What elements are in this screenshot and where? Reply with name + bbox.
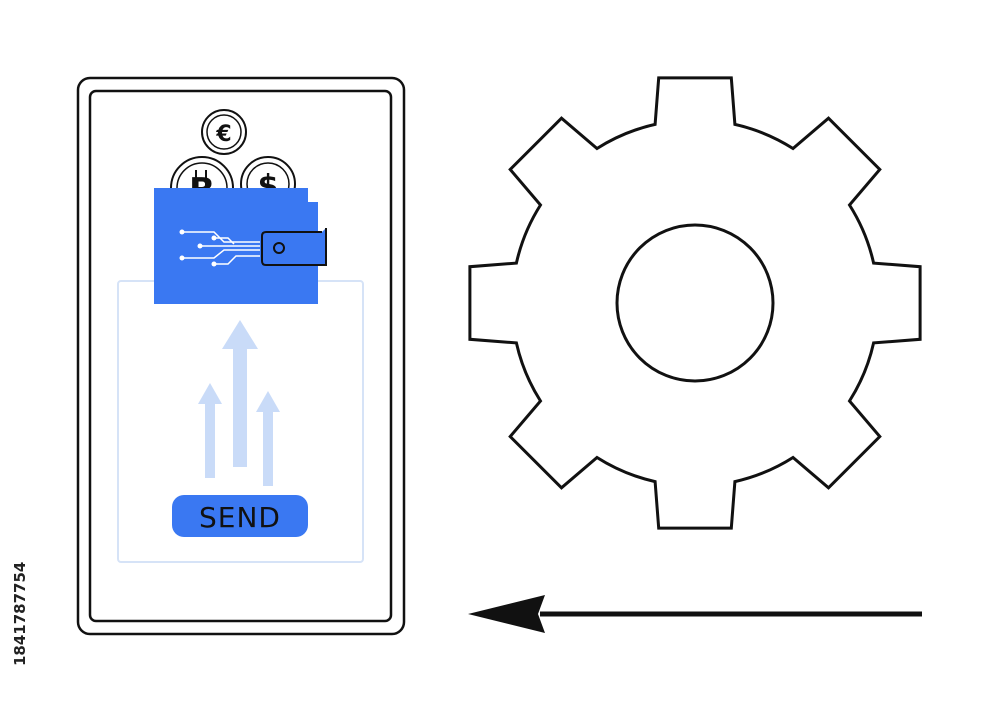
left-arrow-icon [468, 595, 922, 633]
circuit-lines [182, 231, 260, 265]
euro-coin-symbol: € [215, 122, 231, 147]
stock-id-text: 1841787754 [11, 562, 29, 666]
wallet-clasp [261, 228, 327, 266]
send-button[interactable]: SEND [172, 495, 308, 537]
wallet-icon [154, 188, 327, 304]
upload-arrows-icon [198, 320, 280, 486]
stock-id-watermark: 1841787754 [11, 562, 29, 666]
send-button-label: SEND [199, 501, 281, 534]
gear-icon [468, 76, 922, 530]
gear-hole [615, 223, 775, 383]
euro-coin-icon: € [201, 109, 247, 155]
